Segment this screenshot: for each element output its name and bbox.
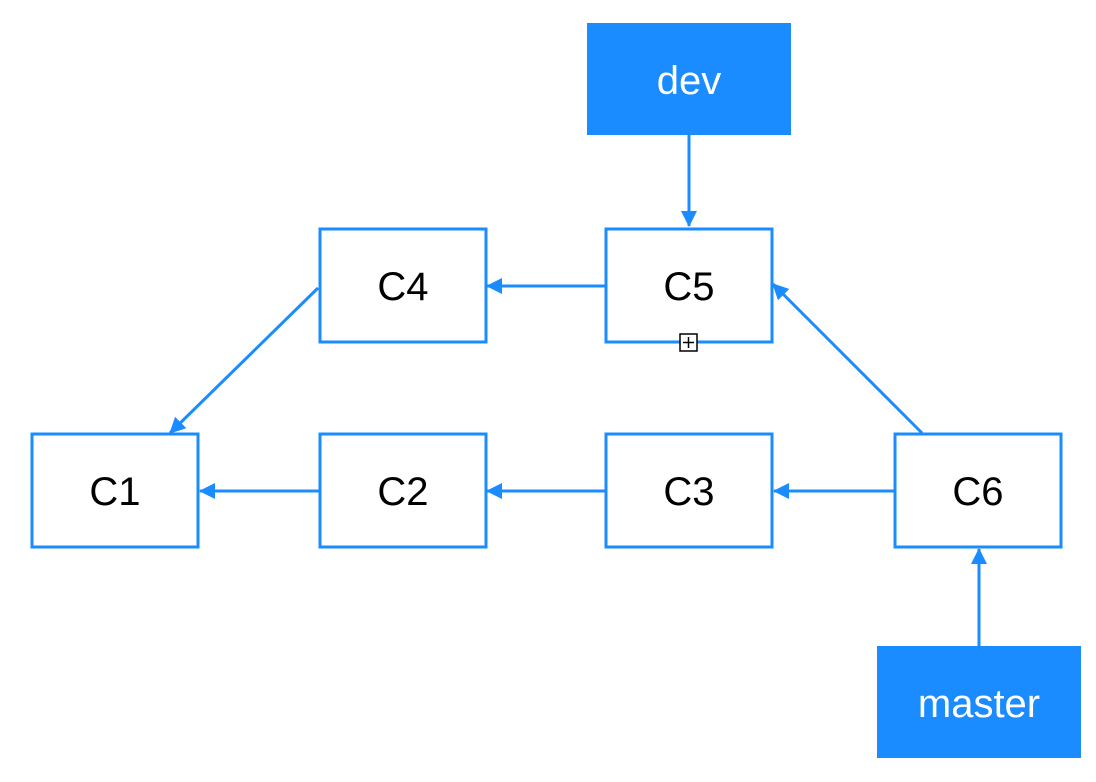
- edge-c4-to-c1: [168, 286, 320, 435]
- branch-dev[interactable]: dev: [587, 23, 791, 135]
- commit-c5[interactable]: C5: [604, 227, 774, 344]
- commit-c2-label: C2: [377, 470, 428, 514]
- branch-master-label: master: [918, 682, 1040, 726]
- expand-handle-icon[interactable]: [679, 333, 698, 352]
- edges: [168, 135, 987, 646]
- commit-c6-label: C6: [952, 470, 1003, 514]
- commit-c5-box: [604, 227, 774, 344]
- commit-c4[interactable]: C4: [318, 227, 488, 344]
- commit-c1-box: [30, 432, 200, 549]
- edge-c6-to-c5: [771, 282, 924, 435]
- commit-c4-box: [318, 227, 488, 344]
- commit-c5-label: C5: [663, 265, 714, 309]
- commit-c1[interactable]: C1: [30, 432, 200, 549]
- commit-c2-box: [318, 432, 488, 549]
- commit-c2[interactable]: C2: [318, 432, 488, 549]
- commit-c3[interactable]: C3: [604, 432, 774, 549]
- branch-master-box: [877, 646, 1081, 758]
- branch-master[interactable]: master: [877, 646, 1081, 758]
- branch-dev-label: dev: [657, 59, 722, 103]
- commit-c4-label: C4: [377, 265, 428, 309]
- commit-c6[interactable]: C6: [893, 432, 1063, 549]
- commit-c3-label: C3: [663, 470, 714, 514]
- branch-dev-box: [587, 23, 791, 135]
- commit-c6-box: [893, 432, 1063, 549]
- commit-c3-box: [604, 432, 774, 549]
- commit-c1-label: C1: [89, 470, 140, 514]
